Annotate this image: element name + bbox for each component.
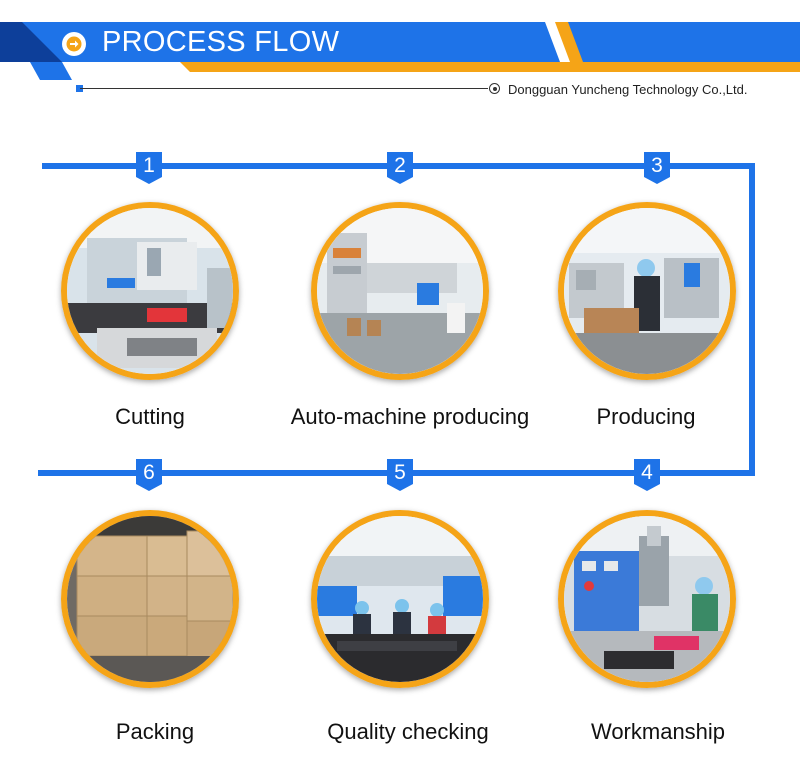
workmanship-photo [558,510,736,688]
step-number: 2 [394,154,406,177]
step-number: 3 [651,154,663,177]
step-number: 1 [143,154,155,177]
step-6-label: Packing [115,719,195,744]
step-3-badge: 3 [642,151,672,184]
arrow-right-icon [62,32,86,56]
step-1-badge: 1 [134,151,164,184]
divider-line [80,88,488,89]
target-icon [489,83,500,94]
page-title: PROCESS FLOW [102,26,340,58]
step-6-badge: 6 [134,458,164,491]
cutting-photo [61,202,239,380]
step-2-badge: 2 [385,151,415,184]
quality-checking-photo [311,510,489,688]
auto-machine-photo [311,202,489,380]
step-2-label: Auto-machine producing [290,404,530,429]
packing-photo [61,510,239,688]
rule-marker [76,85,83,92]
step-1-label: Cutting [115,404,185,429]
step-5-badge: 5 [385,458,415,491]
step-number: 5 [394,461,406,484]
header-banner [0,22,800,80]
step-number: 4 [641,461,653,484]
step-5-label: Quality checking [327,719,489,744]
step-4-badge: 4 [632,458,662,491]
company-name: Dongguan Yuncheng Technology Co.,Ltd. [508,82,748,97]
step-number: 6 [143,461,155,484]
step-3-label: Producing [596,404,696,429]
step-4-label: Workmanship [590,719,726,744]
producing-photo [558,202,736,380]
